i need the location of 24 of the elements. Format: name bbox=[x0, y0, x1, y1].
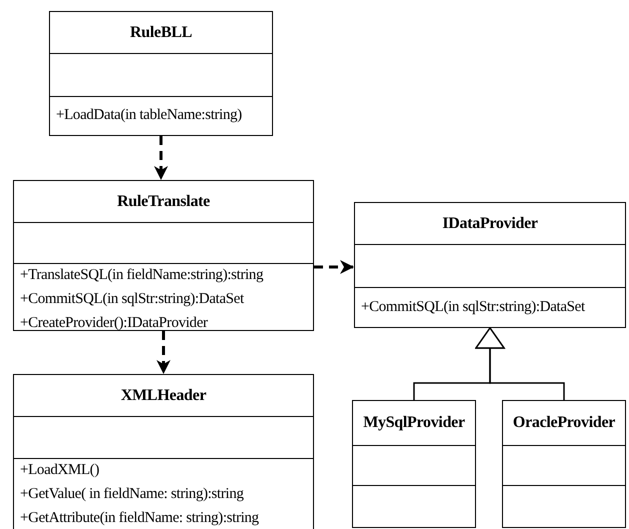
method-signature: +LoadData(in tableName:string) bbox=[55, 106, 243, 125]
class-name: RuleTranslate bbox=[116, 192, 211, 212]
class-name: RuleBLL bbox=[129, 22, 193, 42]
method-signature: +CommitSQL(in sqlStr:string):DataSet bbox=[19, 290, 245, 309]
class-name: IDataProvider bbox=[441, 214, 539, 234]
class-box bbox=[502, 400, 626, 528]
dependency-arrow bbox=[156, 331, 170, 374]
method-signature: +CommitSQL(in sqlStr:string):DataSet bbox=[360, 298, 586, 317]
class-name: XMLHeader bbox=[120, 386, 208, 406]
class-box bbox=[354, 202, 626, 328]
inheritance-arrow bbox=[475, 327, 565, 400]
method-signature: +CreateProvider():IDataProvider bbox=[19, 314, 209, 333]
method-signature: +GetAttribute(in fieldName: string):string bbox=[19, 509, 260, 528]
method-signature: +TranslateSQL(in fieldName:string):string bbox=[19, 266, 264, 285]
class-box bbox=[13, 374, 314, 529]
method-signature: +LoadXML() bbox=[19, 461, 100, 480]
class-box bbox=[352, 400, 476, 528]
dependency-arrow bbox=[154, 136, 168, 180]
class-name: OracleProvider bbox=[512, 413, 616, 433]
class-name: MySqlProvider bbox=[362, 413, 466, 433]
class-box bbox=[13, 180, 314, 331]
method-signature: +GetValue( in fieldName: string):string bbox=[19, 485, 245, 504]
class-box bbox=[49, 11, 273, 136]
dependency-arrow bbox=[314, 260, 354, 274]
